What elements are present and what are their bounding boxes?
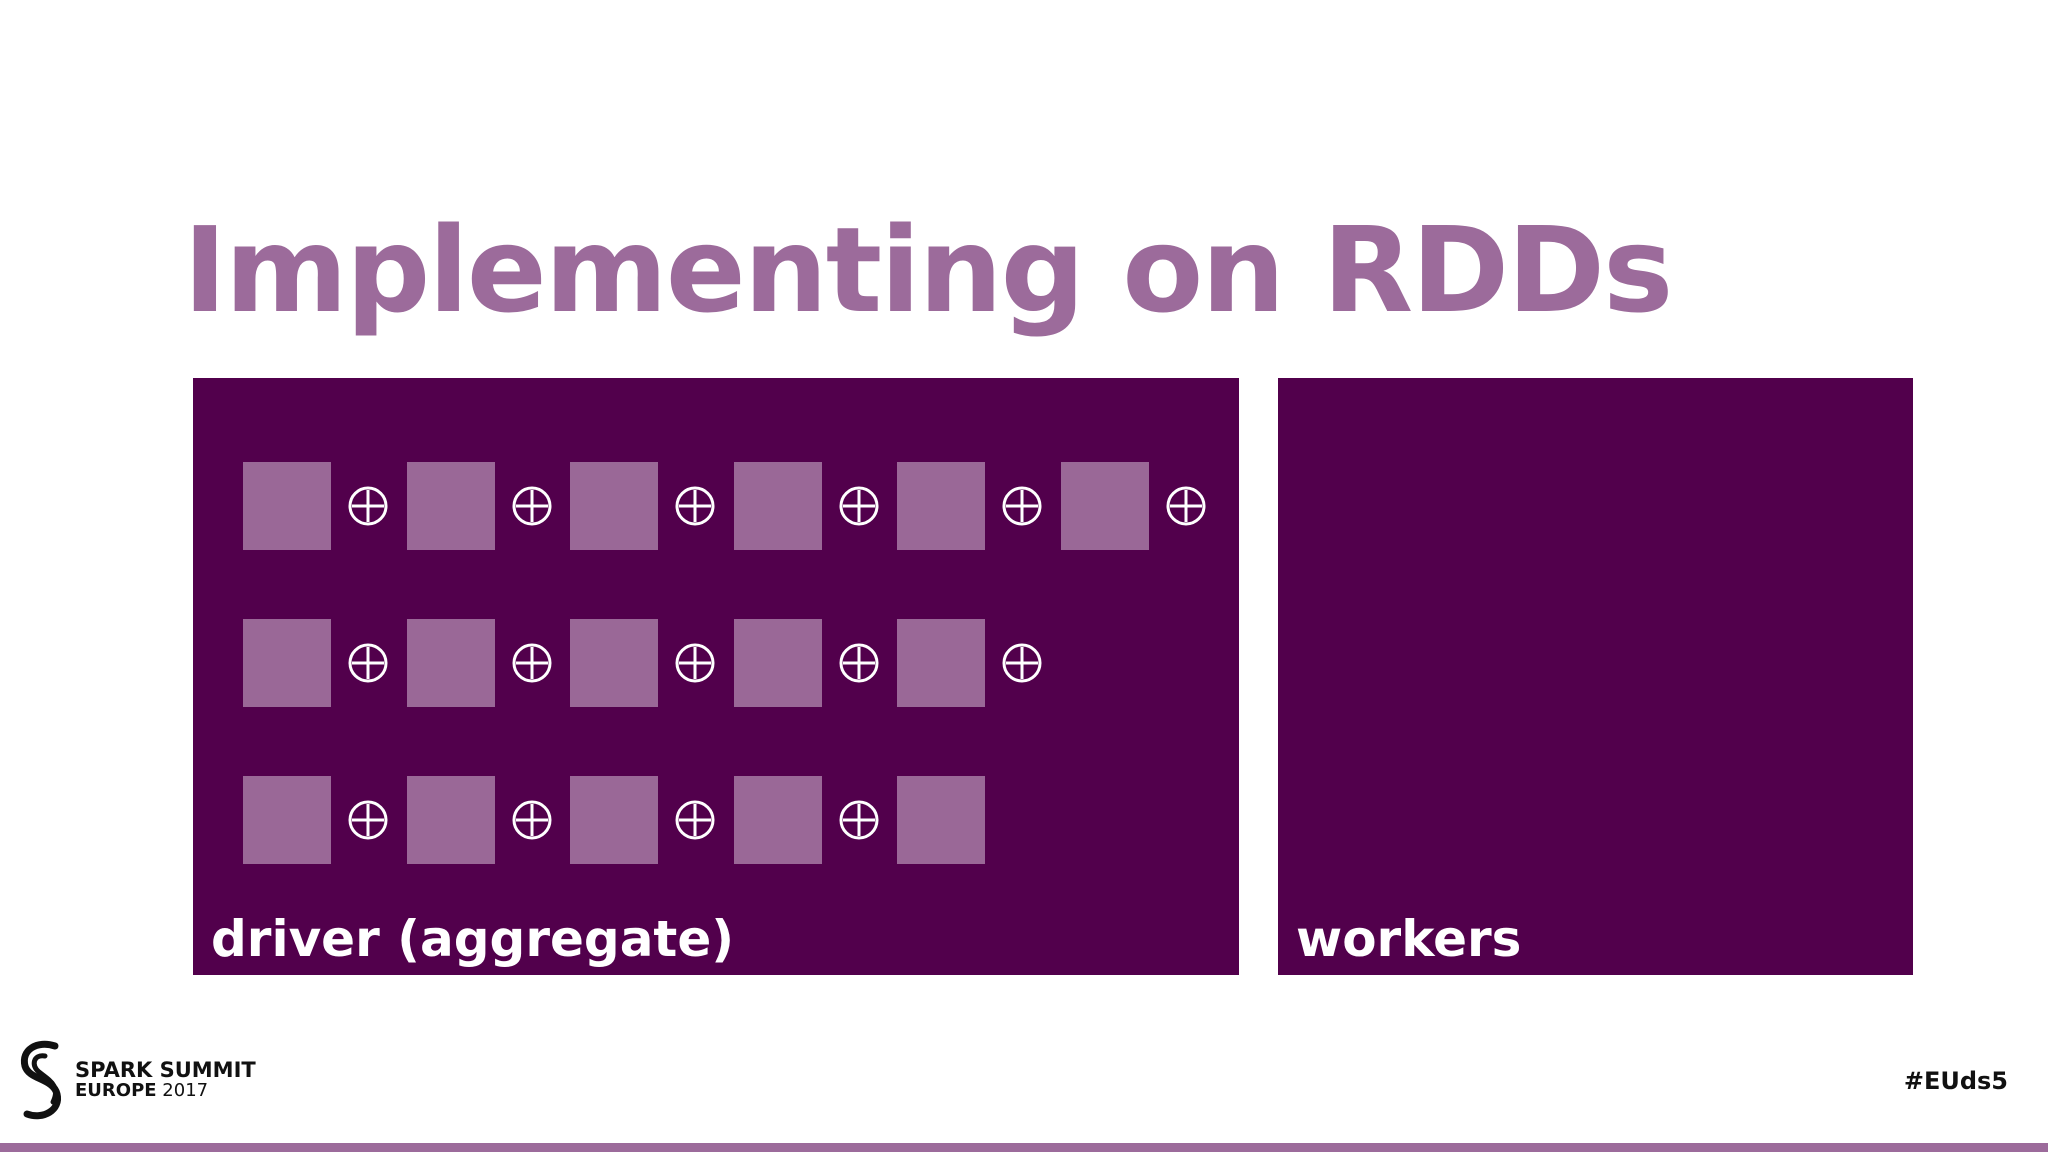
circled-plus-icon xyxy=(1002,486,1042,526)
circled-plus-icon xyxy=(348,486,388,526)
circled-plus-icon xyxy=(839,486,878,526)
spark-summit-logo-icon xyxy=(20,1040,62,1120)
circled-plus-icon xyxy=(348,643,388,683)
slide-title: Implementing on RDDs xyxy=(183,201,1673,339)
data-block xyxy=(1060,462,1149,550)
logo-text-line1: SPARK SUMMIT xyxy=(75,1058,256,1082)
data-block xyxy=(406,619,495,707)
circled-plus-icon xyxy=(1002,643,1042,683)
data-block xyxy=(733,462,822,550)
circled-plus-icon xyxy=(675,800,715,840)
data-block xyxy=(897,619,985,707)
circled-plus-icon xyxy=(675,643,715,683)
logo-text-europe: EUROPE xyxy=(75,1080,157,1101)
data-block xyxy=(733,619,822,707)
circled-plus-icon xyxy=(839,643,878,683)
circled-plus-icon xyxy=(1166,486,1205,526)
data-block xyxy=(897,776,985,864)
workers-panel: workers xyxy=(1278,378,1913,975)
data-block xyxy=(570,619,658,707)
data-block xyxy=(243,619,331,707)
circled-plus-icon xyxy=(512,486,551,526)
driver-label: driver (aggregate) xyxy=(211,910,735,968)
circled-plus-icon xyxy=(512,643,551,683)
circled-plus-icon xyxy=(348,800,388,840)
driver-panel: driver (aggregate) xyxy=(193,378,1239,975)
data-block xyxy=(243,462,331,550)
data-block xyxy=(733,776,822,864)
data-block xyxy=(570,776,658,864)
logo-text-year: 2017 xyxy=(162,1080,209,1101)
circled-plus-icon xyxy=(512,800,551,840)
data-block xyxy=(570,462,658,550)
data-block xyxy=(406,462,495,550)
data-block xyxy=(243,776,331,864)
workers-label: workers xyxy=(1296,910,1522,968)
data-block xyxy=(897,462,985,550)
logo-text-line2: EUROPE 2017 xyxy=(75,1080,208,1102)
bottom-bar xyxy=(0,1143,2048,1152)
circled-plus-icon xyxy=(839,800,878,840)
circled-plus-icon xyxy=(675,486,715,526)
spark-summit-logo: SPARK SUMMIT EUROPE 2017 xyxy=(15,1038,275,1124)
hashtag: #EUds5 xyxy=(1903,1067,2008,1095)
data-block xyxy=(406,776,495,864)
